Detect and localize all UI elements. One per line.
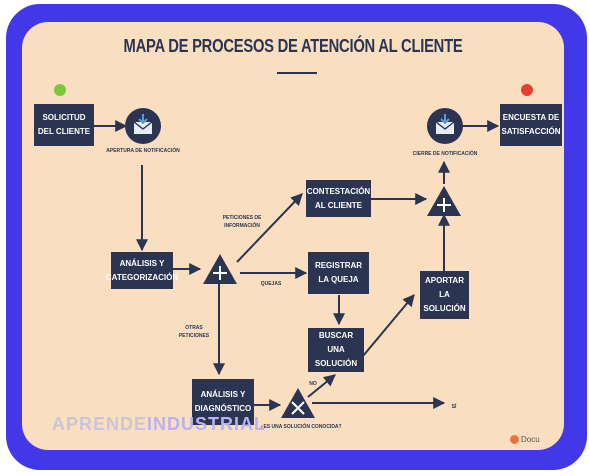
edge-gateway-buscar (307, 374, 336, 398)
label-quejas: QUEJAS (260, 281, 282, 287)
plus-icon (425, 184, 463, 223)
node-encuesta-de-satisfaccion: ENCUESTA DE SATISFACCIÓN (500, 104, 562, 146)
watermark-part1: APRENDE (52, 414, 148, 434)
label-si: SÍ (451, 404, 457, 410)
node-buscar-una-solucion: BUSCAR UNA SOLUCIÓN (308, 328, 364, 372)
node-solicitud-del-cliente: SOLICITUD DEL CLIENTE (34, 104, 94, 146)
diagram-title: MAPA DE PROCESOS DE ATENCIÓN AL CLIENTE (123, 36, 463, 56)
end-indicator (521, 84, 533, 96)
label-no: NO (309, 381, 317, 387)
node-aportar-la-solucion: APORTAR LA SOLUCIÓN (420, 271, 469, 319)
node-analisis-diagnostico: ANÁLISIS Y DIAGNÓSTICO (192, 379, 254, 425)
envelope-download-icon (427, 108, 463, 144)
node-registrar-la-queja: REGISTRAR LA QUEJA (308, 252, 369, 294)
start-indicator (54, 84, 66, 96)
connector-layer (94, 120, 500, 411)
plus-icon (201, 252, 239, 291)
node-contestacion-al-cliente: CONTESTACIÓN AL CLIENTE (306, 180, 371, 217)
label-peticiones-de-informacion: PETICIONES DE INFORMACIÓN (222, 215, 262, 229)
watermark-aprendeindustrial: APRENDEINDUSTRIAL (52, 414, 266, 435)
node-analisis-categorizacion: ANÁLISIS Y CATEGORIZACIÓN (106, 252, 178, 289)
watermark-docu: Docu (510, 435, 540, 445)
watermark-part2: INDUSTRIAL (147, 414, 267, 434)
title-underline (277, 72, 317, 74)
edge-buscar-aportar (362, 294, 415, 357)
label-apertura-de-notificacion: APERTURA DE NOTIFICACIÓN (106, 148, 180, 154)
label-es-una-solucion-conocida: ¿ES UNA SOLUCIÓN CONOCIDA? (260, 424, 342, 430)
edge-gateway-contestacion (236, 193, 303, 263)
label-cierre-de-notificacion: CIERRE DE NOTIFICACIÓN (412, 151, 478, 157)
x-icon (279, 386, 317, 425)
watermark-corner: Docu (521, 435, 540, 444)
label-otras-peticiones: OTRAS PETICIONES (178, 325, 210, 339)
diagram-canvas: MAPA DE PROCESOS DE ATENCIÓN AL CLIENTE (22, 22, 564, 450)
envelope-download-icon (125, 108, 161, 144)
